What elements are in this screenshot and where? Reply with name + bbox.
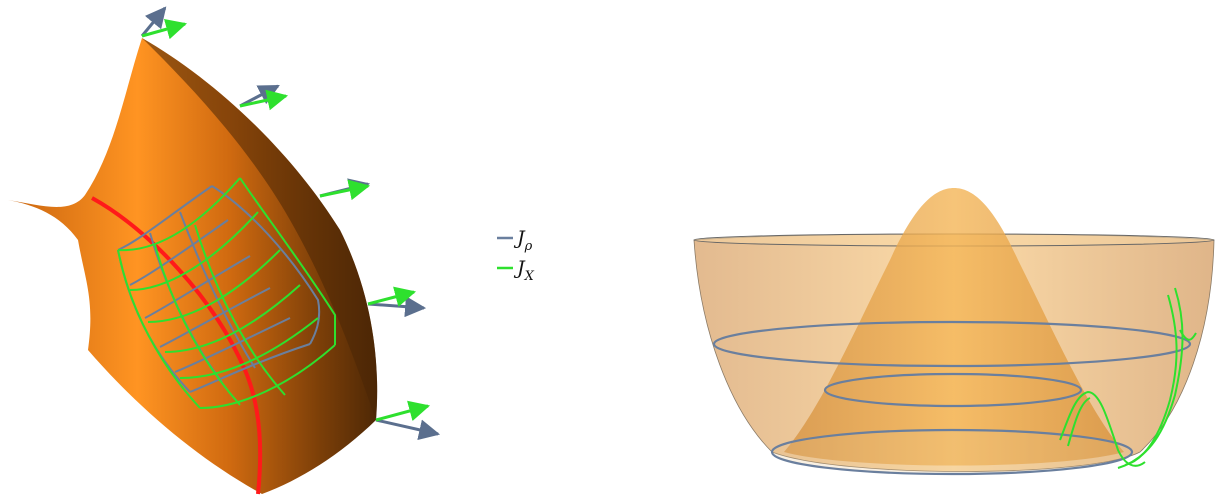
legend-label-x: JX bbox=[513, 257, 535, 284]
legend-item-x: JX bbox=[497, 257, 535, 284]
rho-vector bbox=[367, 296, 427, 318]
x-field-mesh bbox=[117, 177, 336, 409]
surface-dark-rim bbox=[142, 38, 378, 420]
rho-level-circles bbox=[712, 320, 1192, 476]
rho-field-mesh bbox=[117, 185, 321, 393]
right-bowl-panel bbox=[693, 188, 1215, 476]
orange-surface bbox=[8, 38, 378, 494]
x-vector bbox=[367, 286, 417, 307]
x-vector bbox=[375, 400, 431, 422]
x-flow-curves bbox=[1059, 287, 1197, 469]
middle-level-circle bbox=[823, 372, 1083, 408]
outer-level-circle bbox=[712, 320, 1192, 368]
legend: Jρ JX bbox=[497, 227, 535, 284]
legend-label-rho: Jρ bbox=[513, 227, 533, 254]
x-vector bbox=[319, 179, 371, 201]
legend-item-rho: Jρ bbox=[497, 227, 533, 254]
bottom-level-circle bbox=[770, 428, 1134, 476]
rho-vector bbox=[239, 84, 280, 108]
x-vector bbox=[141, 18, 188, 40]
rho-vector bbox=[140, 6, 167, 37]
central-bump bbox=[784, 188, 1124, 466]
x-vector bbox=[239, 89, 289, 111]
left-surface-panel bbox=[8, 6, 441, 495]
red-curve bbox=[91, 196, 263, 495]
rim-vectors bbox=[140, 6, 441, 441]
rho-vector bbox=[375, 418, 441, 441]
